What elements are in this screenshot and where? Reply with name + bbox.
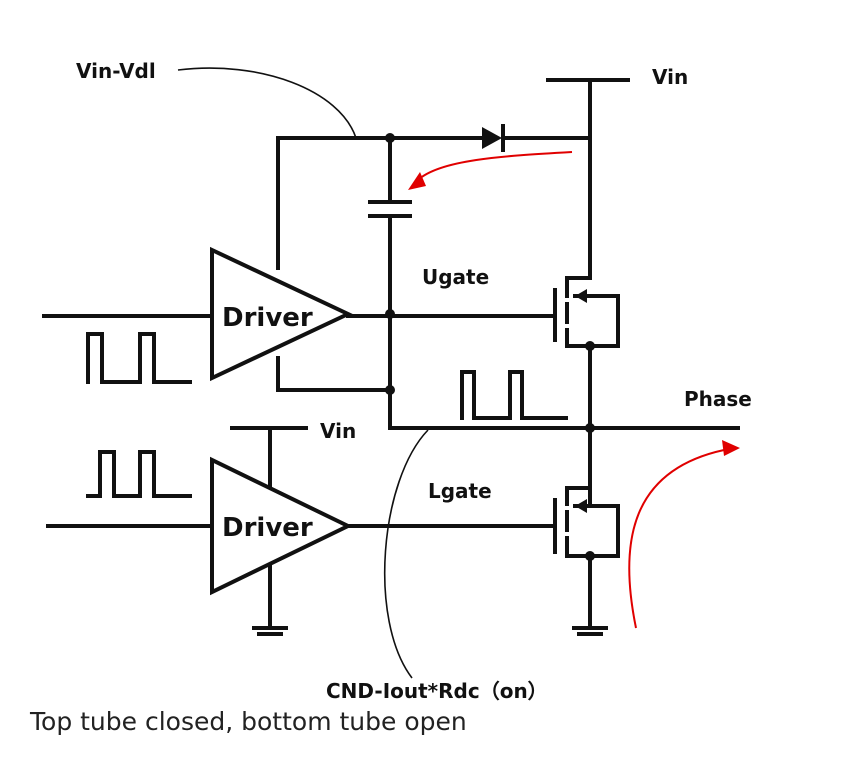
input-pulse-bottom	[86, 450, 192, 498]
driver-bottom-label: Driver	[222, 513, 313, 543]
current-arrow-top	[408, 151, 573, 190]
driver-top-label: Driver	[222, 303, 313, 333]
phase-label: Phase	[684, 387, 752, 411]
vin-rail-top	[546, 78, 630, 280]
driver-ground-icon	[252, 564, 288, 636]
vin-vdl-label: Vin-Vdl	[76, 59, 156, 83]
lgate-label: Lgate	[428, 479, 492, 503]
mosfet-ground-icon	[572, 626, 608, 636]
vin-bottom-label: Vin	[320, 419, 356, 443]
ugate-label: Ugate	[422, 265, 489, 289]
vin-top-label: Vin	[652, 65, 688, 89]
low-side-mosfet	[514, 426, 620, 628]
bootstrap-rail	[276, 124, 592, 152]
gnd-note-leader	[383, 429, 429, 679]
high-side-mosfet	[510, 276, 620, 508]
bootstrap-capacitor	[368, 136, 412, 430]
diode-icon	[482, 127, 502, 149]
phase-pulse	[460, 370, 568, 420]
driver-bottom: Driver	[210, 456, 353, 596]
caption: Top tube closed, bottom tube open	[29, 707, 467, 736]
input-pulse-top	[86, 332, 192, 384]
vin-vdl-leader	[177, 67, 357, 139]
current-arrow-bottom	[628, 440, 740, 629]
gnd-note-label: CND-Iout*Rdc（on）	[326, 679, 548, 703]
phase-node	[388, 423, 740, 433]
